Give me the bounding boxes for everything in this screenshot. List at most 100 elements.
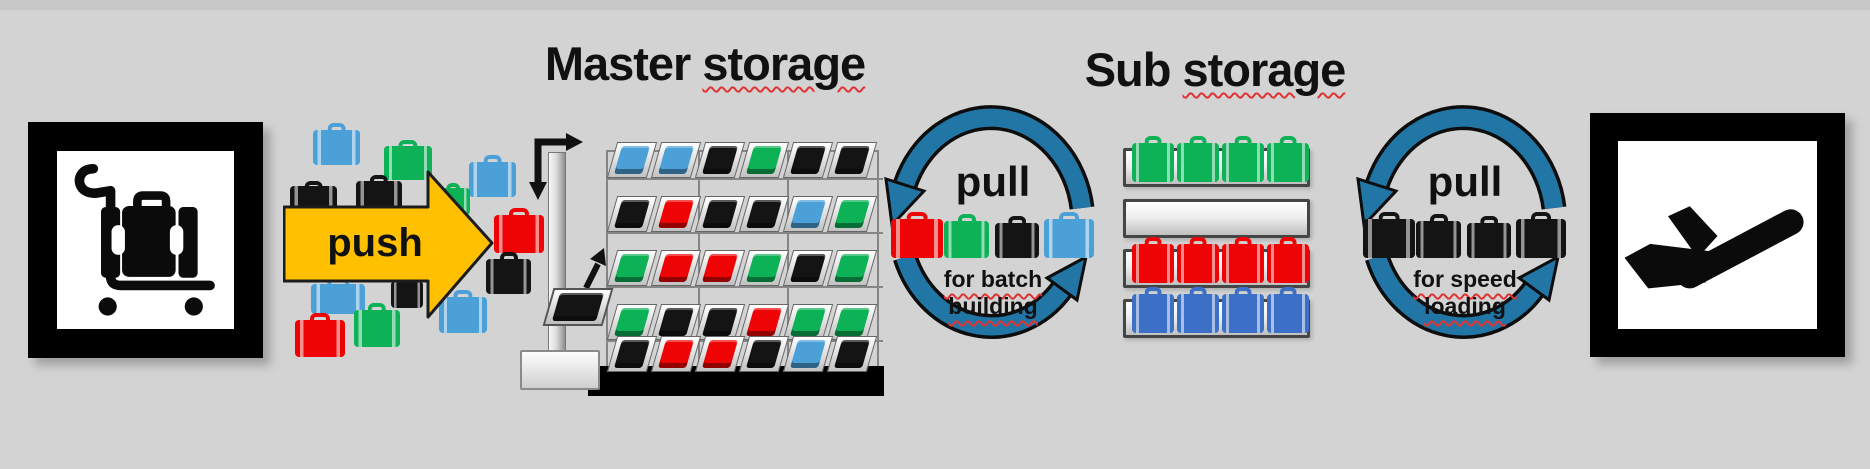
- suitcase-handle: [367, 303, 387, 315]
- rack-shelf-line: [606, 340, 883, 342]
- suitcase-handle: [453, 290, 473, 302]
- suitcase-body: [439, 296, 487, 333]
- pull-speed-caption: for speed loading: [1355, 266, 1575, 320]
- lift-base: [520, 350, 600, 390]
- suitcase-handle: [1429, 214, 1448, 226]
- sub-title-text: Sub: [1084, 43, 1183, 96]
- suitcase-handle: [906, 212, 928, 224]
- suitcase-body: [1177, 244, 1219, 283]
- suitcase: [1222, 287, 1264, 333]
- suitcase-handle: [1144, 237, 1162, 249]
- suitcase-handle: [1234, 287, 1252, 299]
- suitcase-handle: [1234, 136, 1252, 148]
- suitcase-handle: [327, 123, 346, 134]
- sub-storage-tray: [1123, 237, 1310, 288]
- rack-shelf-line: [606, 232, 883, 234]
- suitcase-body: [1132, 294, 1174, 333]
- suitcase-handle: [1480, 216, 1498, 227]
- suitcase: [1416, 214, 1461, 258]
- suitcase-handle: [304, 181, 323, 190]
- suitcase: [313, 123, 360, 165]
- pull-cycle-speed: pull for speed loading: [1350, 96, 1580, 346]
- pull-cycle-batch: pull for batch building: [878, 96, 1108, 346]
- airplane-takeoff-icon: [1624, 206, 1804, 289]
- push-label: push: [327, 221, 423, 265]
- suitcase-handle: [1144, 287, 1162, 299]
- suitcase: [384, 140, 432, 180]
- suitcase: [1132, 136, 1174, 182]
- suitcase-body: [1516, 219, 1566, 258]
- suitcase-body: [1177, 294, 1219, 333]
- suitcase-body: [486, 258, 531, 294]
- suitcase-handle: [1144, 136, 1162, 148]
- suitcase-handle: [499, 252, 518, 263]
- suitcase-body: [1177, 143, 1219, 182]
- suitcase-body: [311, 283, 365, 314]
- suitcase-handle: [446, 183, 460, 192]
- suitcase-handle: [398, 140, 418, 151]
- suitcase: [1222, 237, 1264, 283]
- pull-batch-caption: for batch building: [883, 266, 1103, 320]
- pull-label: pull: [955, 158, 1031, 205]
- suitcase-handle: [509, 208, 529, 220]
- suitcase-body: [1222, 143, 1264, 182]
- suitcase: [1516, 212, 1566, 258]
- suitcase: [1132, 237, 1174, 283]
- suitcase: [1044, 212, 1094, 258]
- suitcase: [1177, 287, 1219, 333]
- suitcase-body: [1267, 244, 1309, 283]
- sub-storage-tray: [1123, 199, 1310, 238]
- rack-shelf-line: [606, 286, 883, 288]
- suitcase-handle: [1189, 287, 1207, 299]
- pull-batch-bags: [878, 96, 1108, 346]
- suitcase-body: [494, 215, 544, 253]
- airplane-box: [1590, 113, 1845, 357]
- master-storage-title: Master storage: [455, 36, 955, 91]
- suitcase-body: [384, 146, 432, 180]
- suitcase-body: [1044, 219, 1094, 258]
- suitcase: [1132, 287, 1174, 333]
- suitcase-handle: [1059, 212, 1079, 224]
- master-title-text: Master: [544, 37, 703, 90]
- suitcase-body: [295, 320, 345, 357]
- suitcase: [1467, 216, 1511, 258]
- caption-line: loading: [1424, 293, 1506, 319]
- suitcase-body: [1222, 294, 1264, 333]
- suitcase-handle: [369, 175, 389, 185]
- suitcase-body: [354, 310, 400, 347]
- caption-line: for speed: [1413, 266, 1517, 292]
- suitcase-body: [1267, 294, 1309, 333]
- pull-label: pull: [1427, 158, 1503, 205]
- suitcase-body: [1363, 219, 1415, 258]
- suitcase: [944, 214, 989, 258]
- caption-line: building: [948, 293, 1038, 319]
- suitcase-handle: [1531, 212, 1551, 224]
- suitcase: [295, 313, 345, 357]
- suitcase-handle: [1189, 237, 1207, 249]
- suitcase-body: [944, 221, 989, 258]
- suitcase-body: [313, 129, 360, 165]
- suitcase-body: [1132, 244, 1174, 283]
- suitcase: [1267, 237, 1309, 283]
- suitcase: [1267, 287, 1309, 333]
- suitcase-body: [1267, 143, 1309, 182]
- sub-title-underlined: storage: [1182, 43, 1347, 96]
- suitcase-handle: [1279, 287, 1297, 299]
- suitcase-body: [995, 222, 1039, 258]
- top-band: [0, 0, 1870, 10]
- suitcase-body: [1416, 221, 1461, 258]
- suitcase-handle: [483, 155, 502, 166]
- rack-shelf-line: [606, 178, 883, 180]
- push-arrow-icon: [283, 170, 494, 319]
- suitcase-handle: [1378, 212, 1400, 224]
- pull-speed-bags: [1350, 96, 1580, 346]
- luggage-cart-icon: [74, 163, 215, 316]
- suitcase: [891, 212, 943, 258]
- suitcase-body: [1467, 222, 1511, 258]
- sub-storage-tray: [1123, 287, 1310, 338]
- sub-storage-tray: [1123, 136, 1310, 187]
- cycle-arrows-icon: [1356, 105, 1567, 339]
